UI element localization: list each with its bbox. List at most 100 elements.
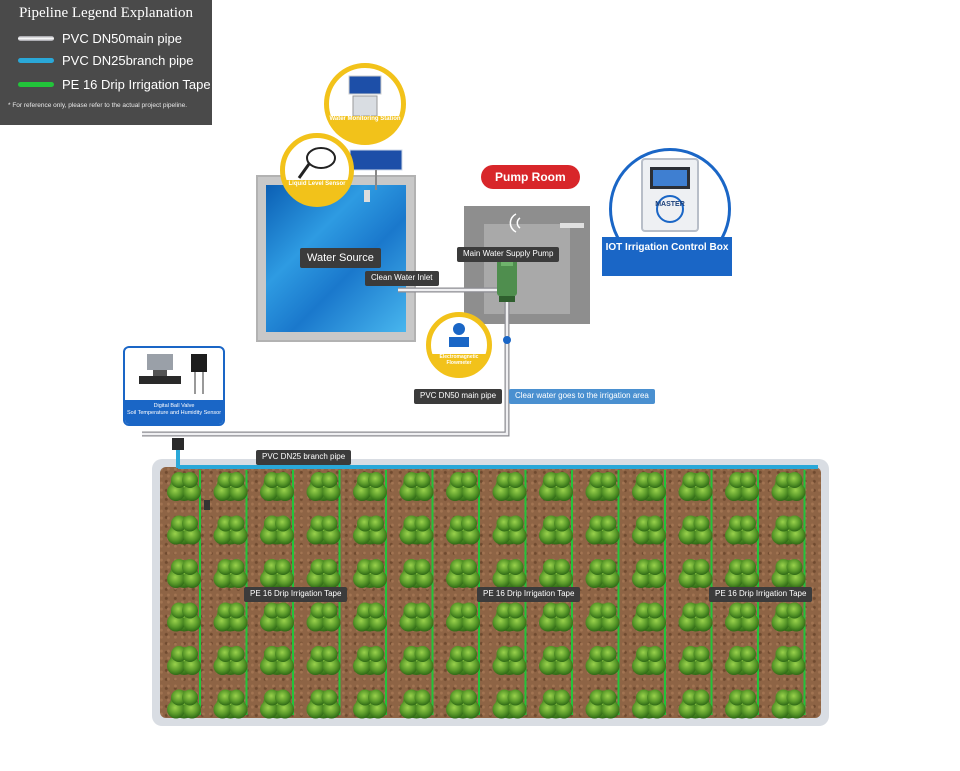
plant (399, 602, 434, 632)
drip-tape-swatch (18, 81, 54, 87)
flowmeter-joint (503, 336, 511, 344)
plant (585, 472, 620, 501)
plant (306, 602, 341, 632)
plant (446, 646, 480, 675)
field-sensor-probe (204, 500, 210, 510)
plant (446, 515, 480, 545)
solar-panel (349, 149, 403, 171)
pump-room-device (560, 223, 584, 228)
plant (353, 559, 387, 588)
plant (213, 689, 248, 719)
plant (678, 559, 713, 588)
plant (213, 472, 248, 501)
pump-room-title: Pump Room (481, 165, 580, 189)
flowmeter-icon (449, 323, 469, 347)
plant (167, 602, 201, 632)
legend-label-drip-tape: PE 16 Drip Irrigation Tape (62, 76, 211, 92)
plant (539, 689, 573, 719)
legend-note: * For reference only, please refer to th… (8, 102, 188, 109)
plant (446, 602, 480, 632)
plant (725, 602, 759, 632)
plant (771, 602, 806, 632)
plant (353, 646, 387, 675)
callout-band (431, 353, 487, 373)
branch-pipe (178, 465, 818, 469)
legend-title: Pipeline Legend Explanation (18, 5, 194, 21)
plant (167, 515, 201, 545)
plant (399, 559, 434, 588)
plant (446, 472, 480, 501)
ball-valve-junction (172, 438, 184, 450)
plant (678, 689, 713, 719)
pool-level-sensor-mount (364, 190, 370, 202)
water-pump-base (499, 296, 515, 302)
callout-band (329, 115, 401, 140)
plant (260, 689, 294, 719)
clear-water-label: Clear water goes to the irrigation area (509, 389, 655, 404)
plant (492, 515, 527, 545)
plant (585, 559, 620, 588)
ball-valve-and-sensor-icon (139, 354, 207, 394)
branch-pipe-swatch (18, 57, 54, 63)
flowmeter-callout: Electromagnetic Flowmeter (426, 312, 492, 378)
plant (213, 646, 248, 675)
plant (213, 559, 248, 588)
plant (213, 515, 248, 545)
legend-label-main-pipe: PVC DN50main pipe (62, 30, 182, 46)
plant (446, 559, 480, 588)
main-pipe-label: PVC DN50 main pipe (414, 389, 503, 404)
liquid-level-sensor-callout: Liquid Level Sensor (280, 133, 354, 207)
plant (306, 646, 341, 675)
legend-item-drip-tape: PE 16 Drip Irrigation Tape (18, 76, 211, 92)
soil-sensor-label: Soil Temperature and Humidity Sensor (126, 410, 222, 417)
plant (492, 472, 527, 501)
plant (353, 602, 387, 632)
branch-pipe-label: PVC DN25 branch pipe (256, 450, 352, 465)
callout-band (285, 180, 349, 202)
plant (539, 646, 573, 675)
control-box-icon (641, 158, 699, 232)
plant (725, 646, 759, 675)
plant (399, 689, 434, 719)
plant (399, 472, 434, 501)
plant (306, 472, 341, 501)
drip-tape-label-2: PE 16 Drip Irrigation Tape (477, 587, 581, 602)
plant (167, 559, 201, 588)
plant (306, 515, 341, 545)
main-pipe-swatch (18, 35, 54, 41)
sensor-card-band: Digital Ball Valve Soil Temperature and … (125, 400, 223, 424)
clean-water-inlet-label: Clean Water Inlet (365, 271, 439, 286)
plant (678, 472, 713, 501)
plant (632, 689, 666, 719)
main-pump-label: Main Water Supply Pump (457, 247, 560, 262)
plant (306, 689, 341, 719)
plant (167, 689, 201, 719)
plant (492, 646, 527, 675)
plant (260, 602, 294, 632)
ball-valve-sensor-card: Digital Ball Valve Soil Temperature and … (123, 346, 225, 426)
plant (167, 472, 201, 501)
plant (492, 689, 527, 719)
plant (167, 646, 201, 675)
plant (446, 689, 480, 719)
legend-item-main-pipe: PVC DN50main pipe (18, 30, 182, 46)
pipeline-legend: Pipeline Legend Explanation PVC DN50main… (0, 0, 212, 125)
solar-station-icon (348, 75, 382, 117)
water-source-label: Water Source (300, 248, 381, 269)
plant (539, 472, 573, 501)
plant (492, 559, 527, 588)
plant (725, 559, 759, 588)
plant (539, 515, 573, 545)
plant (725, 472, 759, 501)
flowmeter-label: Electromagnetic Flowmeter (439, 354, 479, 366)
control-box-brand: MASTER (655, 201, 685, 208)
plant (678, 515, 713, 545)
plant (771, 689, 806, 719)
plant (492, 602, 527, 632)
plant (539, 602, 573, 632)
plant (585, 646, 620, 675)
plant (306, 559, 341, 588)
iot-control-box-label: IOT Irrigation Control Box (602, 237, 732, 276)
plant (260, 646, 294, 675)
